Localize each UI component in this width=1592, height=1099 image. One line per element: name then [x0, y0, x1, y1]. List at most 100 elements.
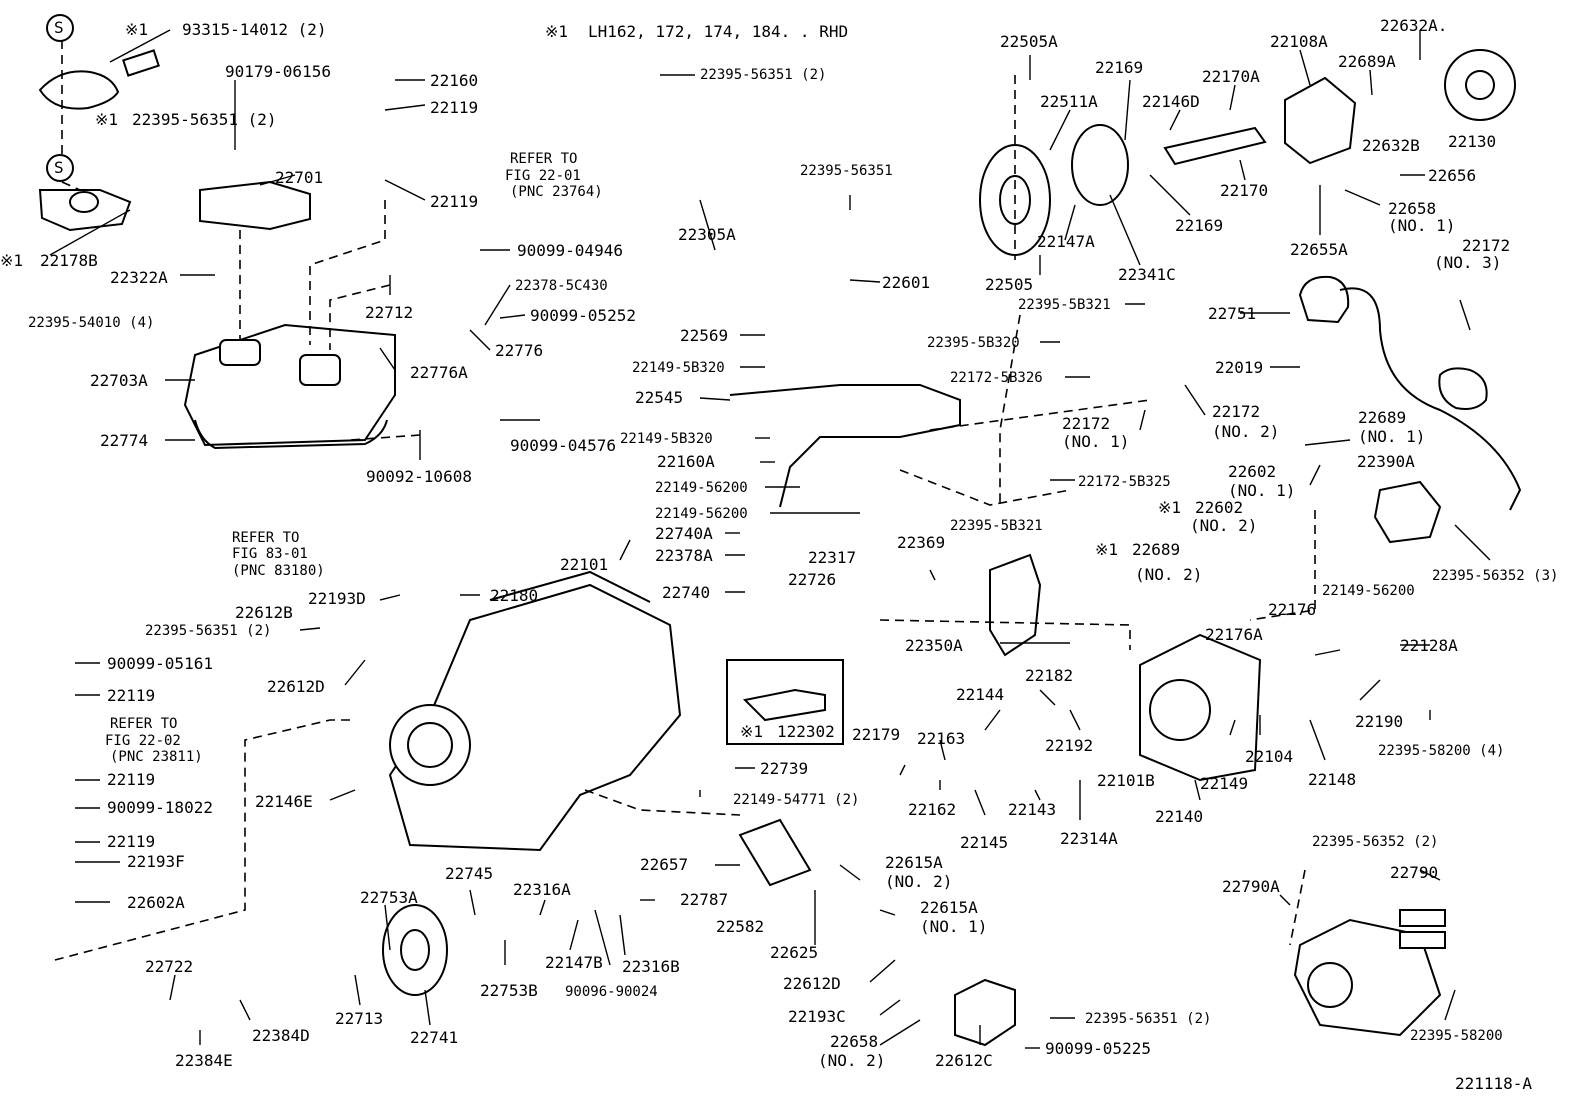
part-label: 22656	[1428, 166, 1476, 185]
ref-note: FIG 22-02	[105, 733, 181, 749]
part-label: 22176	[1268, 600, 1316, 619]
part-label: (NO. 2)	[1212, 422, 1279, 441]
part-label: 22395-56351 (2)	[145, 623, 271, 639]
part-label: 22316B	[622, 957, 680, 976]
part-label: 22753A	[360, 888, 418, 907]
part-label: (NO. 1)	[1358, 427, 1425, 446]
figure-id: 221118-A	[1455, 1074, 1532, 1093]
part-label: 22350A	[905, 636, 963, 655]
part-label: 90099-18022	[107, 798, 213, 817]
part-label: 22169	[1175, 216, 1223, 235]
marker-93315: ※1	[125, 20, 148, 39]
part-label: 22740	[662, 583, 710, 602]
part-label: 90099-04576	[510, 436, 616, 455]
part-label: 22722	[145, 957, 193, 976]
part-label: 22193D	[308, 589, 366, 608]
part-label: 22119	[430, 192, 478, 211]
part-label: 22726	[788, 570, 836, 589]
part-label: 22378A	[655, 546, 713, 565]
part-label: 22632A.	[1380, 16, 1447, 35]
part-label: 22395-56351 (2)	[132, 110, 277, 129]
part-label: 22119	[107, 686, 155, 705]
part-label: 22395-56351 (2)	[1085, 1011, 1211, 1027]
part-label: 22776A	[410, 363, 468, 382]
part-label: 22128A	[1400, 636, 1458, 655]
part-label: 22740A	[655, 524, 713, 543]
part-label: 22689	[1132, 540, 1180, 559]
part-label: (NO. 2)	[1190, 516, 1257, 535]
part-label: 90099-05225	[1045, 1039, 1151, 1058]
part-label: (NO. 1)	[920, 917, 987, 936]
part-label: 22179	[852, 725, 900, 744]
part-label: 22689	[1358, 408, 1406, 427]
part-label: 22505	[985, 275, 1033, 294]
part-label: 22612D	[783, 974, 841, 993]
part-label: 22341C	[1118, 265, 1176, 284]
part-label: (NO. 1)	[1062, 432, 1129, 451]
part-label: 22160	[430, 71, 478, 90]
shaft-22170	[1163, 126, 1267, 166]
part-label: 22612C	[935, 1051, 993, 1070]
footnote-text: LH162, 172, 174, 184. . RHD	[588, 22, 848, 41]
part-label: 22162	[908, 800, 956, 819]
cover-22108a	[1284, 49, 1516, 165]
part-label: 22119	[430, 98, 478, 117]
part-label: 22192	[1045, 736, 1093, 755]
part-label: 22655A	[1290, 240, 1348, 259]
part-label: 22317	[808, 548, 856, 567]
ref-note: (PNC 83180)	[232, 563, 325, 579]
marker-122302: ※1	[740, 722, 763, 741]
part-label: (NO. 2)	[1135, 565, 1202, 584]
part-label: 22612D	[267, 677, 325, 696]
part-label: 90099-04946	[517, 241, 623, 260]
part-label: 22314A	[1060, 829, 1118, 848]
part-label: 22395-58200	[1410, 1028, 1503, 1044]
part-label: 22322A	[110, 268, 168, 287]
part-label: 22395-56351	[800, 163, 893, 179]
part-label: 122302	[777, 722, 835, 741]
part-label: 22149-5B320	[632, 360, 725, 376]
part-label: 22511A	[1040, 92, 1098, 111]
part-label: 22790	[1390, 863, 1438, 882]
part-label: 22701	[275, 168, 323, 187]
part-drawings	[38, 14, 1522, 1047]
marker-22178b: ※1	[0, 251, 23, 270]
part-label: 22625	[770, 943, 818, 962]
part-label: 22602	[1195, 498, 1243, 517]
lever-22701	[199, 180, 311, 231]
part-label: 22119	[107, 832, 155, 851]
part-label: 22545	[635, 388, 683, 407]
marker-22689-no2: ※1	[1095, 540, 1118, 559]
part-label: 22602A	[127, 893, 185, 912]
part-label: 22384E	[175, 1051, 233, 1070]
part-label: 90099-05252	[530, 306, 636, 325]
housing-22790	[1293, 909, 1446, 1037]
cap-22612c	[954, 978, 1016, 1047]
part-label: 90092-10608	[366, 467, 472, 486]
part-label: 22182	[1025, 666, 1073, 685]
fuel-pipe-22545	[729, 384, 961, 508]
marker-22395-top: ※1	[95, 110, 118, 129]
part-label: 22601	[882, 273, 930, 292]
part-label: 22130	[1448, 132, 1496, 151]
part-label: 22193F	[127, 852, 185, 871]
part-label: 22147B	[545, 953, 603, 972]
part-label: 22149-56200	[1322, 583, 1415, 599]
part-label: 22658	[1388, 199, 1436, 218]
pump-body-22101	[388, 570, 682, 852]
part-label: 22378-5C430	[515, 278, 608, 294]
part-label: 22146D	[1142, 92, 1200, 111]
part-label: 22305A	[678, 225, 736, 244]
part-label: 22180	[490, 586, 538, 605]
part-label: 22602	[1228, 462, 1276, 481]
part-label: 22176A	[1205, 625, 1263, 644]
part-label: 22658	[830, 1032, 878, 1051]
part-label: 22612B	[235, 603, 293, 622]
part-label: 22104	[1245, 747, 1293, 766]
part-label: 22149-54771 (2)	[733, 792, 859, 808]
ref-note: FIG 22-01	[505, 168, 581, 184]
part-label: 22148	[1308, 770, 1356, 789]
part-label: 22790A	[1222, 877, 1280, 896]
part-label: 22384D	[252, 1026, 310, 1045]
part-label: 22657	[640, 855, 688, 874]
